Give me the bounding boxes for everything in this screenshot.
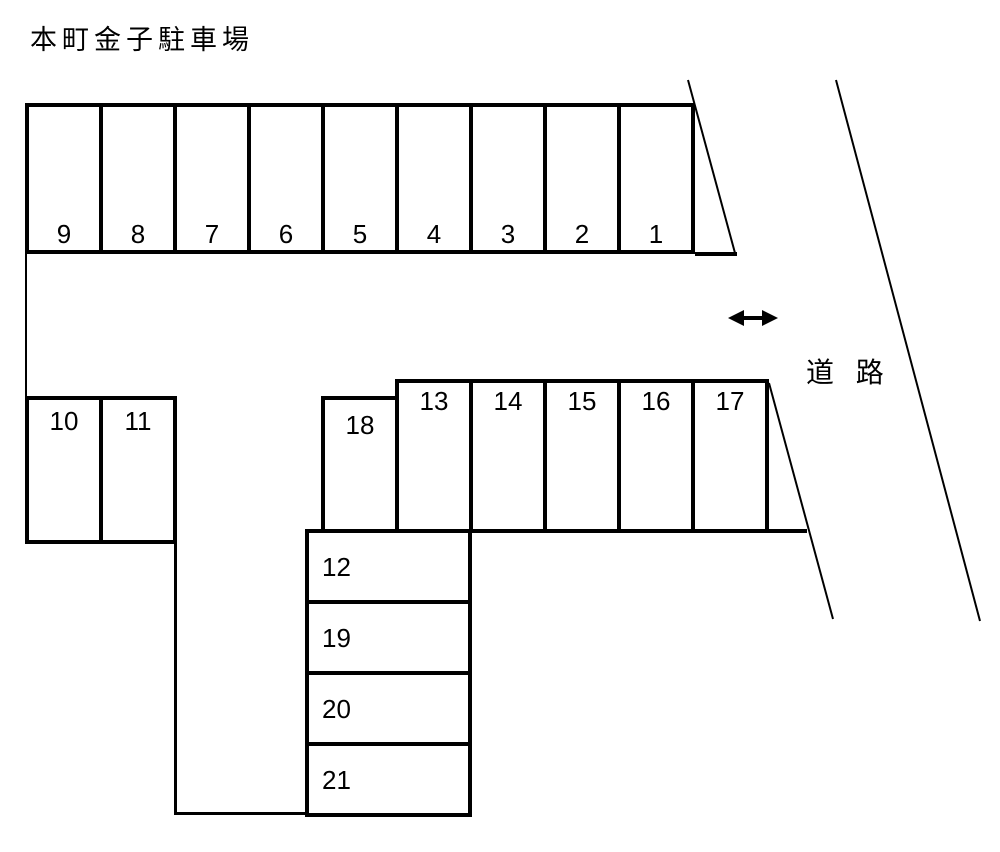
- parking-space-6: 6: [247, 107, 321, 250]
- space-number-11: 11: [124, 406, 152, 436]
- two-way-arrow-left-head: [728, 310, 744, 326]
- space-number-14: 14: [493, 386, 523, 416]
- parking-space-1: 1: [617, 107, 691, 250]
- parking-space-8: 8: [99, 107, 173, 250]
- space-number-6: 6: [278, 219, 294, 249]
- space-number-1: 1: [648, 219, 664, 249]
- parking-space-16: 16: [617, 383, 691, 529]
- parking-space-18-cell: 18: [325, 400, 395, 529]
- space-number-12: 12: [322, 551, 351, 582]
- space-number-20: 20: [322, 693, 351, 724]
- island-parking-row: 13 14 15 16 17: [395, 379, 769, 533]
- parking-space-14: 14: [469, 383, 543, 529]
- space-number-5: 5: [352, 219, 368, 249]
- space-number-19: 19: [322, 622, 351, 653]
- space-number-3: 3: [500, 219, 516, 249]
- two-way-arrow-right-head: [762, 310, 778, 326]
- parking-space-18: 18: [321, 396, 399, 533]
- boundary-line-middle-vertical: [174, 542, 177, 815]
- space-number-2: 2: [574, 219, 590, 249]
- parking-space-3: 3: [469, 107, 543, 250]
- parking-space-13: 13: [399, 383, 469, 529]
- parking-space-17: 17: [691, 383, 765, 529]
- parking-space-2: 2: [543, 107, 617, 250]
- parking-space-11: 11: [99, 400, 173, 540]
- road-label: 道 路: [806, 357, 891, 388]
- parking-space-21: 21: [309, 742, 468, 813]
- space-number-8: 8: [130, 219, 146, 249]
- parking-space-7: 7: [173, 107, 247, 250]
- space-number-10: 10: [49, 406, 79, 436]
- diagram-title: 本町金子駐車場: [30, 25, 254, 55]
- parking-space-19: 19: [309, 600, 468, 671]
- space-number-13: 13: [419, 386, 449, 416]
- parking-space-10: 10: [29, 400, 99, 540]
- top-parking-row: 9 8 7 6 5 4 3 2 1: [25, 103, 695, 254]
- space-number-18: 18: [345, 410, 375, 440]
- space-number-17: 17: [715, 386, 745, 416]
- two-way-arrow-icon: [728, 310, 778, 326]
- road-far-edge-line: [835, 79, 981, 622]
- parking-space-12: 12: [309, 533, 468, 600]
- parking-space-5: 5: [321, 107, 395, 250]
- space-number-21: 21: [322, 764, 351, 795]
- road-edge-line-lower: [768, 382, 834, 620]
- space-number-7: 7: [204, 219, 220, 249]
- space-number-4: 4: [426, 219, 442, 249]
- road-edge-line-upper: [687, 79, 736, 254]
- space-number-9: 9: [56, 219, 72, 249]
- left-parking-pair: 10 11: [25, 396, 177, 544]
- south-parking-stack: 12 19 20 21: [305, 529, 472, 817]
- parking-space-20: 20: [309, 671, 468, 742]
- space-number-16: 16: [641, 386, 671, 416]
- boundary-line-left: [25, 254, 27, 398]
- parking-space-9: 9: [29, 107, 99, 250]
- parking-space-15: 15: [543, 383, 617, 529]
- space-number-15: 15: [567, 386, 597, 416]
- boundary-line-bottom-horizontal: [174, 812, 309, 815]
- parking-space-4: 4: [395, 107, 469, 250]
